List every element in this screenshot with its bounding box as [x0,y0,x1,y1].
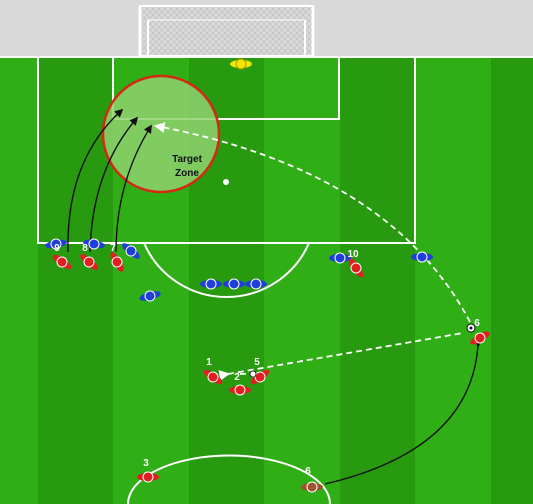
pitch-lines [0,56,533,504]
blue-player [223,278,245,290]
label-10: 10 [347,249,359,260]
label-3: 3 [143,458,149,469]
run-8 [89,116,139,253]
target-zone-label-2: Zone [175,168,199,179]
label-6-bottom: 6 [305,466,311,477]
label-2: 2 [234,372,240,383]
blue-player [245,278,267,290]
red-player-10 [348,258,364,278]
run-7 [115,124,152,253]
blue-player [200,278,222,290]
label-1: 1 [206,357,212,368]
red-player-8 [80,254,98,270]
six-yard-box [112,56,340,120]
label-8: 8 [82,243,88,254]
goalkeeper [230,58,252,70]
label-7: 7 [110,243,116,254]
goal [138,5,315,57]
cross-to-target [153,122,471,323]
label-6-corner: 6 [474,318,480,329]
target-zone: Target Zone [101,74,221,194]
red-attackers [52,252,490,493]
red-player-9 [52,254,72,270]
blue-player [83,238,105,250]
red-player-5 [250,369,270,385]
red-player-2 [229,384,251,396]
player-numbers: 9 8 7 10 1 2 5 6 3 6 [54,243,480,477]
blue-player [139,290,161,302]
red-player-7 [110,252,124,272]
player-runs [67,108,483,485]
run-9 [67,108,124,253]
blue-player [411,251,433,263]
red-player-6-bottom [301,481,323,493]
penalty-arc [143,242,310,298]
red-player-6-corner [470,331,490,345]
ball [466,323,476,333]
blue-player [122,243,140,259]
run-6-support [324,338,483,485]
penalty-spot [223,179,229,185]
label-9: 9 [54,243,60,254]
pitch-stripes [0,57,533,504]
blue-player [329,252,351,264]
blue-player [45,238,67,250]
red-player-1 [203,369,223,385]
target-zone-label-1: Target [172,154,202,165]
red-player-3 [137,471,159,483]
label-5: 5 [254,357,260,368]
blue-defenders [45,238,433,302]
center-circle [127,454,331,504]
ball-small [249,370,257,378]
